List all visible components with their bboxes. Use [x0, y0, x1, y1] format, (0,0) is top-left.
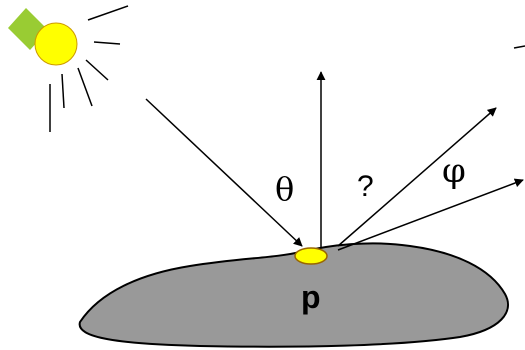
reflected-ray-partial [513, 45, 525, 49]
sun-disc [34, 22, 78, 66]
point-label: p [301, 279, 321, 315]
sun-rays [49, 5, 129, 132]
reflected-ray-lower [337, 178, 524, 251]
sun-icon [8, 5, 129, 132]
phi-label: φ [442, 151, 466, 191]
reflected-ray-upper [337, 107, 497, 247]
question-label: ? [357, 170, 374, 203]
incident-ray [145, 98, 303, 247]
surface [78, 242, 509, 348]
point-marker [294, 247, 328, 265]
theta-label: θ [275, 170, 294, 208]
